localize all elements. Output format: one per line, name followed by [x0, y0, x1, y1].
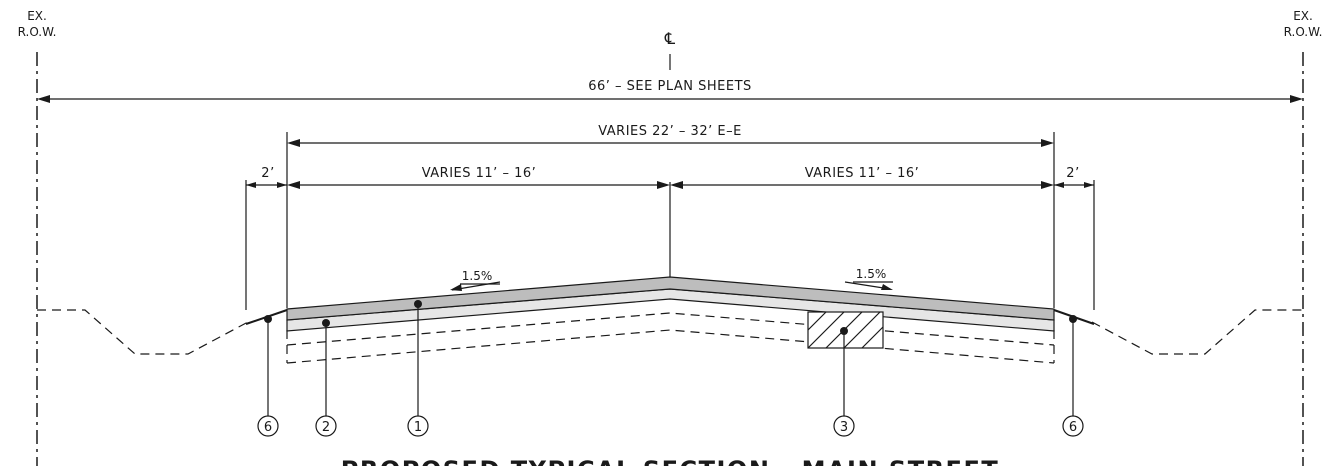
dimension-lane-left-label: VARIES 11’ – 16’	[422, 166, 537, 181]
row-left-label-1: EX.	[27, 9, 47, 23]
callout-label: 2	[322, 420, 330, 435]
callout-6-left: 6	[257, 315, 279, 437]
callout-2: 2	[315, 319, 337, 437]
slope-left-label: 1.5%	[462, 269, 493, 283]
row-line-left: EX. R.O.W.	[18, 9, 57, 466]
callout-label: 1	[414, 420, 422, 435]
centerline-marker: ℄	[664, 29, 676, 70]
row-left-label-2: R.O.W.	[18, 25, 57, 39]
dimension-lane-right-label: VARIES 11’ – 16’	[805, 166, 920, 181]
surface-course	[286, 276, 1055, 321]
dimension-pavement-label: VARIES 22’ – 32’ E–E	[598, 124, 742, 139]
existing-ground-left	[37, 309, 249, 355]
slope-indicator-left: 1.5%	[450, 269, 501, 291]
callout-6-right: 6	[1062, 315, 1084, 437]
section-title: PROPOSED TYPICAL SECTION - MAIN STREET	[341, 456, 999, 466]
callout-label: 3	[840, 420, 848, 435]
dimension-shoulder-left-label: 2’	[261, 166, 274, 181]
row-right-label-1: EX.	[1293, 9, 1313, 23]
callout-label: 6	[264, 420, 272, 435]
callout-1: 1	[407, 300, 429, 437]
dimension-total-width: 66’ – SEE PLAN SHEETS	[37, 79, 1303, 103]
existing-ground-right	[1091, 309, 1303, 355]
row-right-label-2: R.O.W.	[1284, 25, 1323, 39]
slope-indicator-right: 1.5%	[844, 267, 893, 290]
dimension-total-label: 66’ – SEE PLAN SHEETS	[588, 79, 752, 94]
row-line-right: EX. R.O.W.	[1284, 9, 1323, 466]
dimension-shoulder-right-label: 2’	[1066, 166, 1079, 181]
existing-pavement	[286, 312, 1055, 364]
dimension-shoulder-left: 2’	[246, 166, 287, 188]
dimension-lane-left: VARIES 11’ – 16’	[287, 166, 670, 189]
dimension-lane-right: VARIES 11’ – 16’	[670, 166, 1054, 189]
dimension-shoulder-right: 2’	[1054, 166, 1094, 188]
callout-3: 3	[833, 327, 855, 437]
callout-label: 6	[1069, 420, 1077, 435]
centerline-symbol: ℄	[664, 29, 676, 48]
dimension-pavement-width: VARIES 22’ – 32’ E–E	[287, 124, 1054, 147]
slope-right-label: 1.5%	[856, 267, 887, 281]
